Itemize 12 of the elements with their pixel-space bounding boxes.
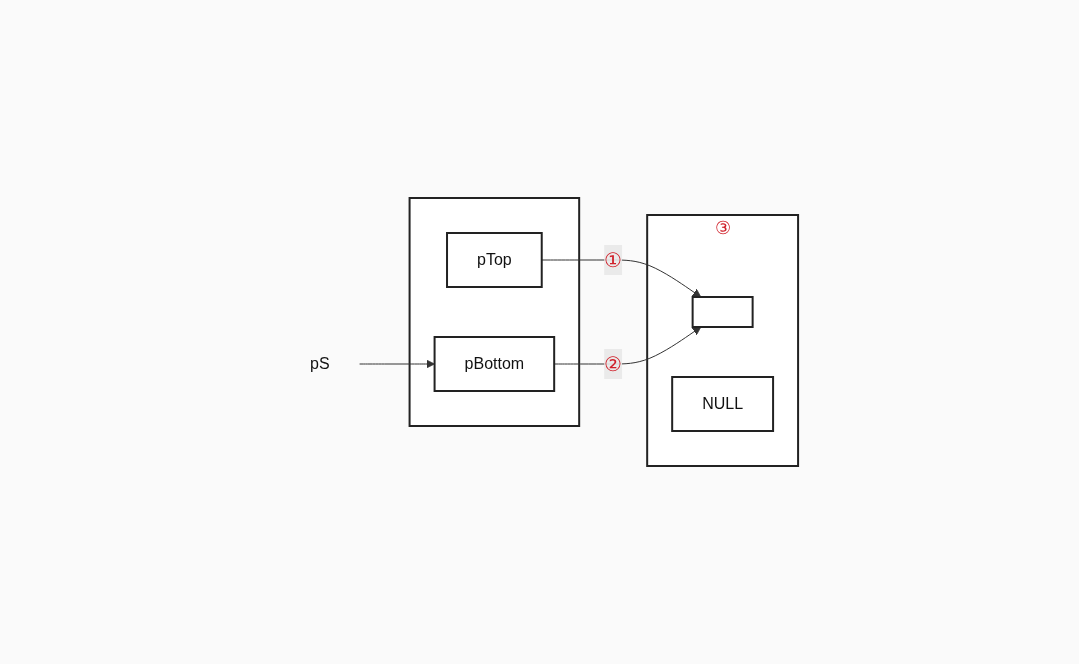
arrow — [359, 359, 436, 369]
cluster — [646, 214, 800, 467]
node-box — [692, 296, 755, 328]
node-box: NULL — [671, 376, 775, 432]
arrow — [554, 326, 702, 365]
node-box: pTop — [446, 232, 544, 288]
edge-label: ② — [604, 353, 623, 375]
node-label: ③ — [715, 218, 732, 238]
edge-label: ① — [604, 249, 623, 271]
node-text: pS — [310, 355, 331, 372]
node-box: pBottom — [434, 336, 556, 392]
cluster — [409, 197, 581, 427]
